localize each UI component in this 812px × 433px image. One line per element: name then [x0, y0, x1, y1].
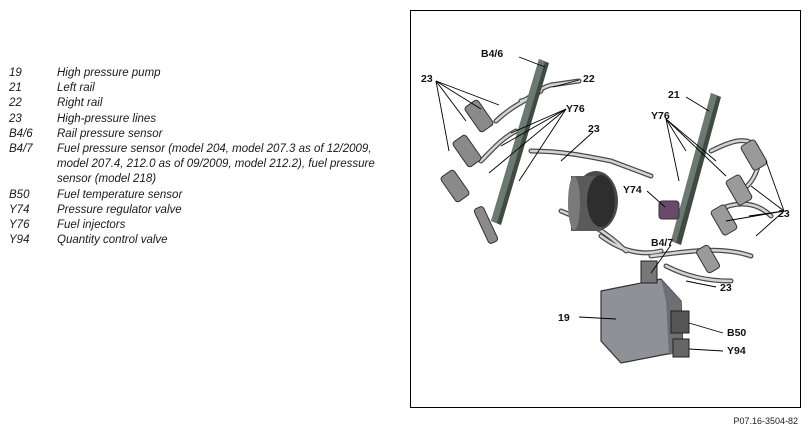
- legend-description: High pressure pump: [57, 67, 161, 79]
- callout-b50: B50: [727, 327, 747, 339]
- fuel-system-illustration: [435, 56, 785, 364]
- legend-row: 21 Left rail: [9, 81, 404, 96]
- legend-code: Y76: [9, 219, 30, 232]
- callout-23-bottom: 23: [720, 282, 732, 294]
- figure-reference: P07.16-3504-82: [733, 416, 798, 426]
- callout-y94: Y94: [727, 345, 746, 357]
- legend-description: Left rail: [57, 82, 95, 95]
- legend-row: Y94 Quantity control valve: [9, 233, 404, 248]
- legend-row: Y76 Fuel injectors: [9, 218, 404, 233]
- legend-row: B4/6 Rail pressure sensor: [9, 127, 404, 142]
- legend-description: Pressure regulator valve: [57, 203, 182, 216]
- legend-description: Fuel temperature sensor: [57, 188, 183, 201]
- legend-description: Right rail: [57, 97, 103, 110]
- callout-19: 19: [558, 312, 570, 324]
- legend-row: 19 High pressure pump: [9, 66, 404, 81]
- legend-row: B4/7 Fuel pressure sensor (model 204, mod…: [9, 142, 404, 188]
- legend-code: B4/7: [9, 143, 33, 156]
- legend-code: Y94: [9, 234, 30, 247]
- legend-code: B50: [9, 188, 30, 201]
- legend-description: Rail pressure sensor: [57, 127, 163, 140]
- callout-21: 21: [668, 89, 680, 101]
- legend-code: 23: [9, 112, 22, 125]
- callout-y76-left: Y76: [566, 103, 585, 115]
- legend-description: Fuel injectors: [57, 219, 126, 232]
- callout-y74: Y74: [623, 184, 642, 196]
- legend-list: 19 High pressure pump 21 Left rail 22 Right…: [9, 66, 404, 248]
- legend-row: Y74 Pressure regulator valve: [9, 203, 404, 218]
- legend-code: 21: [9, 82, 22, 95]
- pressure-regulator-shape: [658, 200, 680, 220]
- high-pressure-pump-shape: [600, 260, 690, 364]
- filter-housing-shape: [568, 171, 618, 231]
- legend-code: Y74: [9, 203, 30, 216]
- left-rail-shape: [491, 59, 549, 225]
- callout-22: 22: [583, 73, 595, 85]
- legend-description: Quantity control valve: [57, 234, 168, 247]
- legend-description: High-pressure lines: [57, 112, 157, 125]
- legend-code: B4/6: [9, 127, 33, 140]
- diagram-frame: B4/6 23 22 Y76 23 21 Y76 Y74 23 B4/7 23 …: [410, 10, 801, 408]
- legend-row: 23 High-pressure lines: [9, 112, 404, 127]
- legend-description: Fuel pressure sensor (model 204, model 2…: [57, 143, 375, 186]
- legend-row: B50 Fuel temperature sensor: [9, 188, 404, 203]
- callout-23-right: 23: [778, 208, 790, 220]
- legend-row: 22 Right rail: [9, 96, 404, 111]
- callout-b4-7: B4/7: [651, 237, 674, 249]
- callout-b4-6: B4/6: [481, 48, 504, 60]
- callout-y76-right: Y76: [651, 110, 670, 122]
- legend-code: 22: [9, 97, 22, 110]
- callout-23-mid: 23: [588, 123, 600, 135]
- right-rail-shape: [671, 93, 721, 245]
- callout-23-left: 23: [421, 73, 433, 85]
- legend-code: 19: [9, 67, 22, 79]
